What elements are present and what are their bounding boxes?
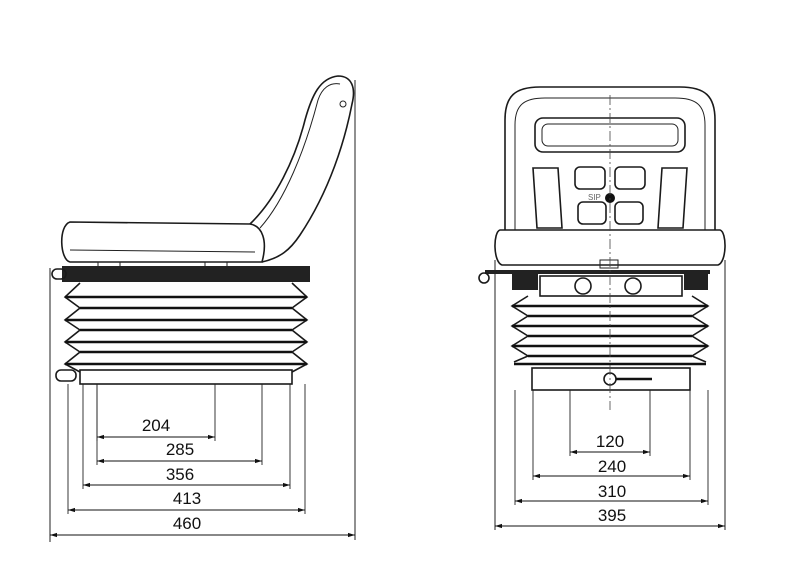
- side-frame: [62, 266, 310, 282]
- front-cushion: [494, 229, 726, 266]
- front-view: SIP: [478, 86, 726, 530]
- side-backrest: [249, 75, 355, 263]
- front-frame: [485, 270, 710, 274]
- front-backrest: [504, 86, 716, 230]
- side-view: [49, 75, 356, 542]
- dim-label-285: 285: [166, 440, 194, 459]
- side-cushion: [60, 221, 266, 263]
- front-bellows: [510, 295, 710, 363]
- dim-label-240: 240: [598, 457, 626, 476]
- dim-label-413: 413: [173, 489, 201, 508]
- dim-label-395: 395: [598, 506, 626, 525]
- dim-label-120: 120: [596, 432, 624, 451]
- dim-label-310: 310: [598, 482, 626, 501]
- dimension-lines: [50, 384, 725, 538]
- dim-label-356: 356: [166, 465, 194, 484]
- svg-text:SIP: SIP: [588, 193, 601, 202]
- dim-label-204: 204: [142, 416, 170, 435]
- dim-label-460: 460: [173, 514, 201, 533]
